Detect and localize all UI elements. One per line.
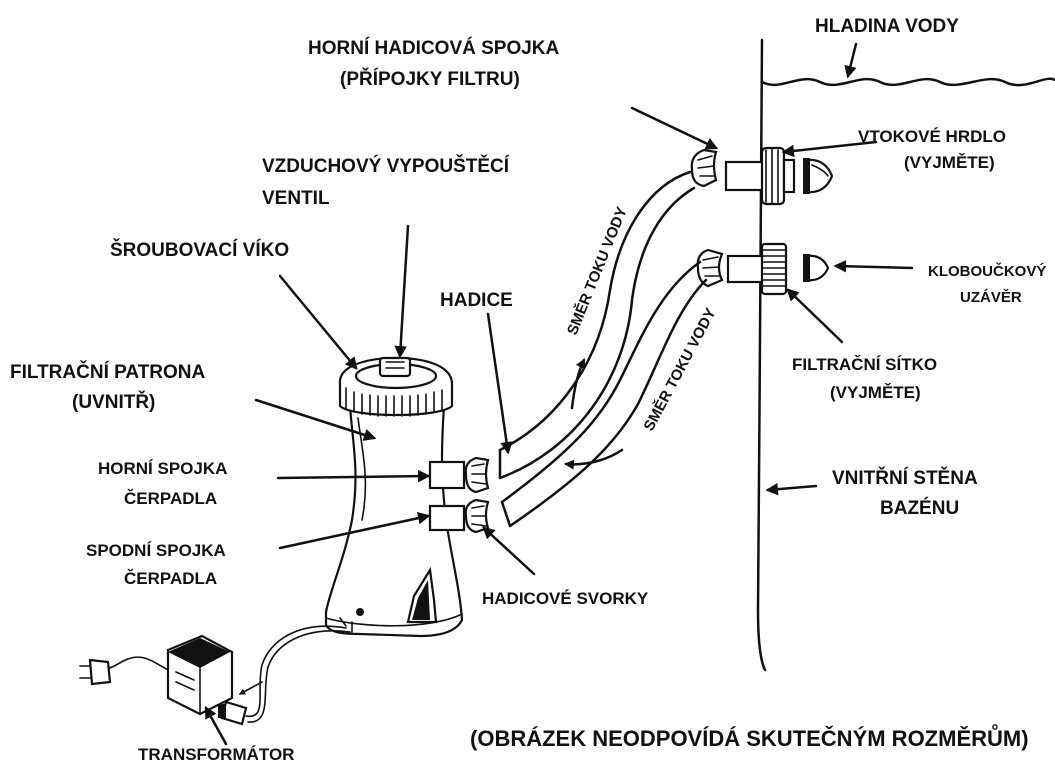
hose-lower: [500, 260, 708, 528]
inner-wall-label-1: VNITŘNÍ STĚNA: [832, 467, 978, 489]
plug-insert-arrow: [238, 681, 263, 695]
strainer-label-2: (VYJMĚTE): [830, 383, 921, 402]
cap-plug-label-1: KLOBOUČKOVÝ: [928, 262, 1046, 280]
upper-pump-clamp: [464, 456, 490, 494]
filter-cartridge-label-2: (UVNITŘ): [72, 391, 155, 413]
screw-cap-label: ŠROUBOVACÍ VÍKO: [110, 239, 289, 261]
power-cord: [245, 625, 351, 723]
lower-hose-clamp: [696, 248, 724, 288]
lower-pump-connector-label-2: ČERPADLA: [124, 569, 217, 588]
lower-pump-clamp: [464, 498, 490, 534]
water-level-label: HLADINA VODY: [815, 16, 959, 37]
mains-plug: [79, 658, 112, 686]
disclaimer-label: (OBRÁZEK NEODPOVÍDÁ SKUTEČNÝM ROZMĚRŮM): [470, 723, 1029, 751]
cap-plug-label-2: UZÁVĚR: [960, 288, 1022, 306]
transformer-label: TRANSFORMÁTOR: [138, 745, 294, 764]
air-valve-label-2: VENTIL: [262, 188, 330, 209]
inlet-nozzle: [803, 158, 834, 194]
inlet-nozzle-label-2: (VYJMĚTE): [904, 153, 995, 172]
lower-pump-connector: [428, 504, 466, 532]
upper-pump-connector-label-2: ČERPADLA: [124, 489, 217, 508]
upper-hose-connector: [724, 146, 796, 206]
filter-cartridge-label-1: FILTRAČNÍ PATRONA: [10, 361, 206, 383]
water-surface: [760, 77, 1055, 87]
strainer-label-1: FILTRAČNÍ SÍTKO: [792, 355, 937, 374]
air-release-valve: [378, 356, 412, 378]
hose-label: HADICE: [440, 290, 513, 311]
flow-direction-label-1: SMĚR TOKU VODY: [563, 204, 631, 337]
cord-plug: [218, 700, 248, 726]
strainer-cap-plug: [803, 254, 830, 282]
flow-arrow-down: [564, 448, 624, 470]
pool-wall: [756, 38, 767, 672]
inner-wall-label-2: BAZÉNU: [880, 497, 959, 519]
flow-arrow-up: [570, 358, 586, 410]
hose-clamps-label: HADICOVÉ SVORKY: [482, 589, 649, 608]
lower-pump-connector-label-1: SPODNÍ SPOJKA: [86, 541, 226, 560]
lower-hose-connector: [726, 242, 788, 296]
pump-housing: [324, 403, 464, 638]
hose-upper: [498, 170, 696, 480]
transformer-box: [166, 634, 234, 716]
upper-pump-connector: [428, 460, 466, 490]
upper-pump-connector-label-1: HORNÍ SPOJKA: [98, 459, 227, 478]
screw-cap: [338, 356, 454, 417]
leader-arrows: [204, 42, 914, 746]
upper-hose-connector-label-2: (PŘÍPOJKY FILTRU): [340, 68, 520, 90]
flow-direction-label-2: SMĚR TOKU VODY: [640, 305, 720, 434]
air-valve-label-1: VZDUCHOVÝ VYPOUŠTĚCÍ: [262, 155, 510, 177]
upper-hose-connector-label-1: HORNÍ HADICOVÁ SPOJKA: [308, 37, 560, 59]
upper-hose-clamp: [690, 148, 718, 188]
inlet-nozzle-label-1: VTOKOVÉ HRDLO: [858, 127, 1006, 146]
